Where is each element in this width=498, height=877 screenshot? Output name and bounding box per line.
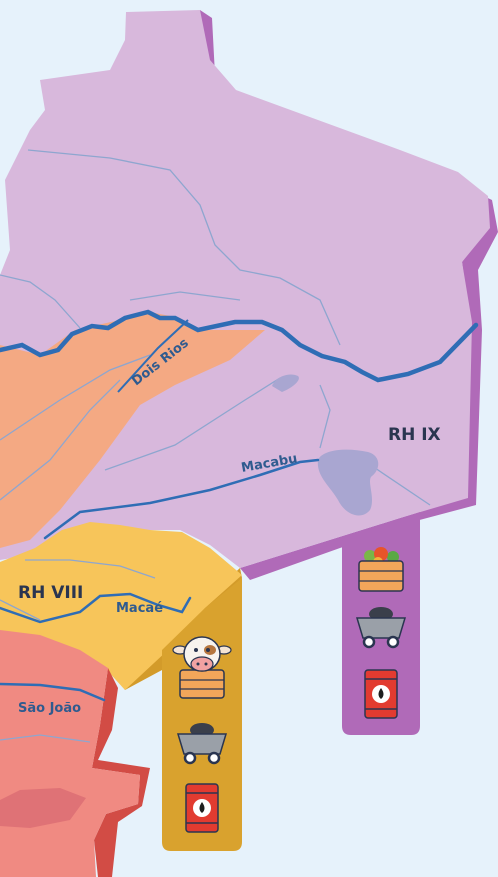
crate-of-produce-icon xyxy=(358,547,404,592)
mining-cart-icon xyxy=(176,723,228,765)
minor-rivers xyxy=(0,149,431,743)
rh-viii-label: RH VIII xyxy=(18,583,83,603)
oil-barrel-icon xyxy=(185,783,219,833)
sao-joao-label: São João xyxy=(18,701,81,716)
dois-rios-region xyxy=(0,312,265,548)
rh-ix-activities xyxy=(342,512,420,735)
sao-joao-lagoon xyxy=(0,788,86,828)
paraiba-river xyxy=(0,309,479,383)
sao-joao-river xyxy=(0,682,106,702)
small-lagoon xyxy=(272,374,299,392)
oil-barrel-icon xyxy=(364,669,398,719)
macae-label: Macaé xyxy=(116,601,163,616)
main-rivers xyxy=(0,309,479,702)
cow-with-crate-icon xyxy=(172,636,232,699)
macae-river xyxy=(0,592,192,624)
sao-joao-side xyxy=(92,668,150,877)
dois-rios-river xyxy=(117,319,189,393)
macabu-lagoon xyxy=(317,449,379,516)
macabu-river xyxy=(43,458,320,540)
rh-ix-label: RH IX xyxy=(388,425,441,445)
rh-viii-activities xyxy=(162,578,242,851)
mining-cart-icon xyxy=(355,607,407,649)
